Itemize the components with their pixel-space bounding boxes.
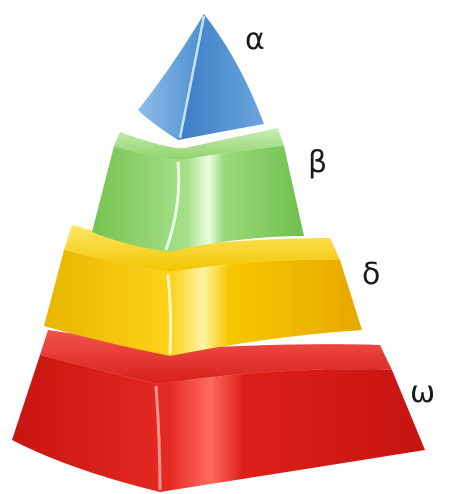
tier-red (12, 330, 425, 492)
tier-green-front-face (92, 146, 304, 252)
tier-label-omega: ω (410, 378, 435, 408)
tier-green (92, 128, 304, 252)
tier-label-delta: δ (362, 260, 380, 290)
tier-label-alpha: α (245, 25, 265, 55)
tier-label-beta: β (308, 148, 327, 178)
